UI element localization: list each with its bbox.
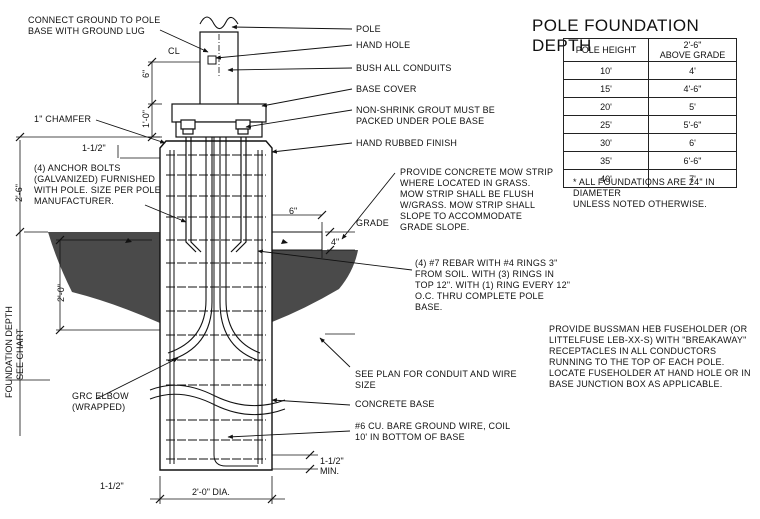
dim-6in-top: 6"	[141, 69, 151, 78]
label-concrete-base: CONCRETE BASE	[355, 399, 435, 409]
table-row: 15'4'-6"	[563, 79, 737, 98]
cell-depth: 7'	[648, 169, 737, 188]
dim-2-6: 2'-6"	[14, 184, 24, 202]
cell-height: 35'	[563, 151, 649, 170]
cell-depth: 4'-6"	[648, 79, 737, 98]
label-chamfer: 1" CHAMFER	[34, 114, 92, 124]
label-hand-hole: HAND HOLE	[356, 40, 411, 50]
cell-depth: 6'	[648, 133, 737, 152]
dim-2-0: 2'-0"	[56, 284, 66, 302]
fuseholder-note: PROVIDE BUSSMAN HEB FUSEHOLDER (OR LITTE…	[549, 324, 751, 389]
label-anchor-bolts: (4) ANCHOR BOLTS (GALVANIZED) FURNISHED …	[34, 163, 161, 206]
table-footnote: * ALL FOUNDATIONS ARE 24" IN DIAMETER UN…	[573, 177, 715, 209]
label-foundation-depth: FOUNDATION DEPTH	[4, 306, 14, 398]
vertical-rebar	[169, 150, 263, 464]
cell-height: 15'	[563, 79, 649, 98]
cell-height: 30'	[563, 133, 649, 152]
label-hand-rubbed: HAND RUBBED FINISH	[356, 138, 458, 148]
dim-1ft: 1'-0"	[141, 110, 151, 128]
label-grc-elbow: GRC ELBOW (WRAPPED)	[72, 391, 129, 412]
dim-1-5-min: 1-1/2" MIN.	[320, 456, 344, 476]
col-pole-height: POLE HEIGHT	[563, 38, 649, 62]
label-bush-conduits: BUSH ALL CONDUITS	[356, 63, 452, 73]
label-connect-ground: CONNECT GROUND TO POLE BASE WITH GROUND …	[28, 15, 161, 36]
dim-4in: 4"	[331, 237, 340, 247]
label-rebar: (4) #7 REBAR WITH #4 RINGS 3" FROM SOIL.…	[415, 258, 571, 312]
dim-diameter: 2'-0" DIA.	[192, 487, 230, 497]
dim-1-5-left: 1-1/2"	[82, 143, 106, 153]
label-grade: GRADE	[356, 218, 390, 228]
table-row: 25'5'-6"	[563, 115, 737, 134]
col-above-grade: 2'-6" ABOVE GRADE	[648, 38, 737, 62]
table-header-row: POLE HEIGHT 2'-6" ABOVE GRADE	[563, 38, 737, 62]
foundation-depth-table: POLE HEIGHT 2'-6" ABOVE GRADE 10'4' 15'4…	[563, 38, 737, 188]
dim-1-5-bottom: 1-1/2"	[100, 481, 124, 491]
label-centerline: CL	[168, 46, 180, 56]
cell-height: 25'	[563, 115, 649, 134]
dim-6in-mow: 6"	[289, 206, 298, 216]
table-row: 20'5'	[563, 97, 737, 116]
table-row: 10'4'	[563, 61, 737, 80]
rebar-rings	[166, 154, 266, 460]
table-row: 40'7'	[563, 169, 737, 188]
cell-depth: 5'-6"	[648, 115, 737, 134]
soil-right	[272, 232, 358, 322]
soil-left	[48, 232, 160, 323]
table-row: 30'6'	[563, 133, 737, 152]
cell-depth: 5'	[648, 97, 737, 116]
cell-height: 10'	[563, 61, 649, 80]
cell-depth: 6'-6"	[648, 151, 737, 170]
label-base-cover: BASE COVER	[356, 84, 417, 94]
mow-strip	[271, 231, 323, 251]
label-mow-strip: PROVIDE CONCRETE MOW STRIP WHERE LOCATED…	[400, 167, 554, 232]
label-ground-wire: #6 CU. BARE GROUND WIRE, COIL 10' IN BOT…	[355, 421, 511, 442]
ground-wire	[213, 70, 258, 467]
label-see-chart: SEE CHART	[15, 328, 25, 380]
label-pole: POLE	[356, 24, 381, 34]
label-grout: NON-SHRINK GROUT MUST BE PACKED UNDER PO…	[356, 105, 495, 126]
grc-elbow-conduits	[167, 55, 261, 362]
cell-depth: 4'	[648, 61, 737, 80]
concrete-base	[159, 140, 273, 471]
label-see-plan: SEE PLAN FOR CONDUIT AND WIRE SIZE	[355, 369, 517, 390]
leader-lines	[95, 24, 413, 439]
cell-height: 20'	[563, 97, 649, 116]
table-row: 35'6'-6"	[563, 151, 737, 170]
anchor-bolts	[185, 134, 247, 253]
